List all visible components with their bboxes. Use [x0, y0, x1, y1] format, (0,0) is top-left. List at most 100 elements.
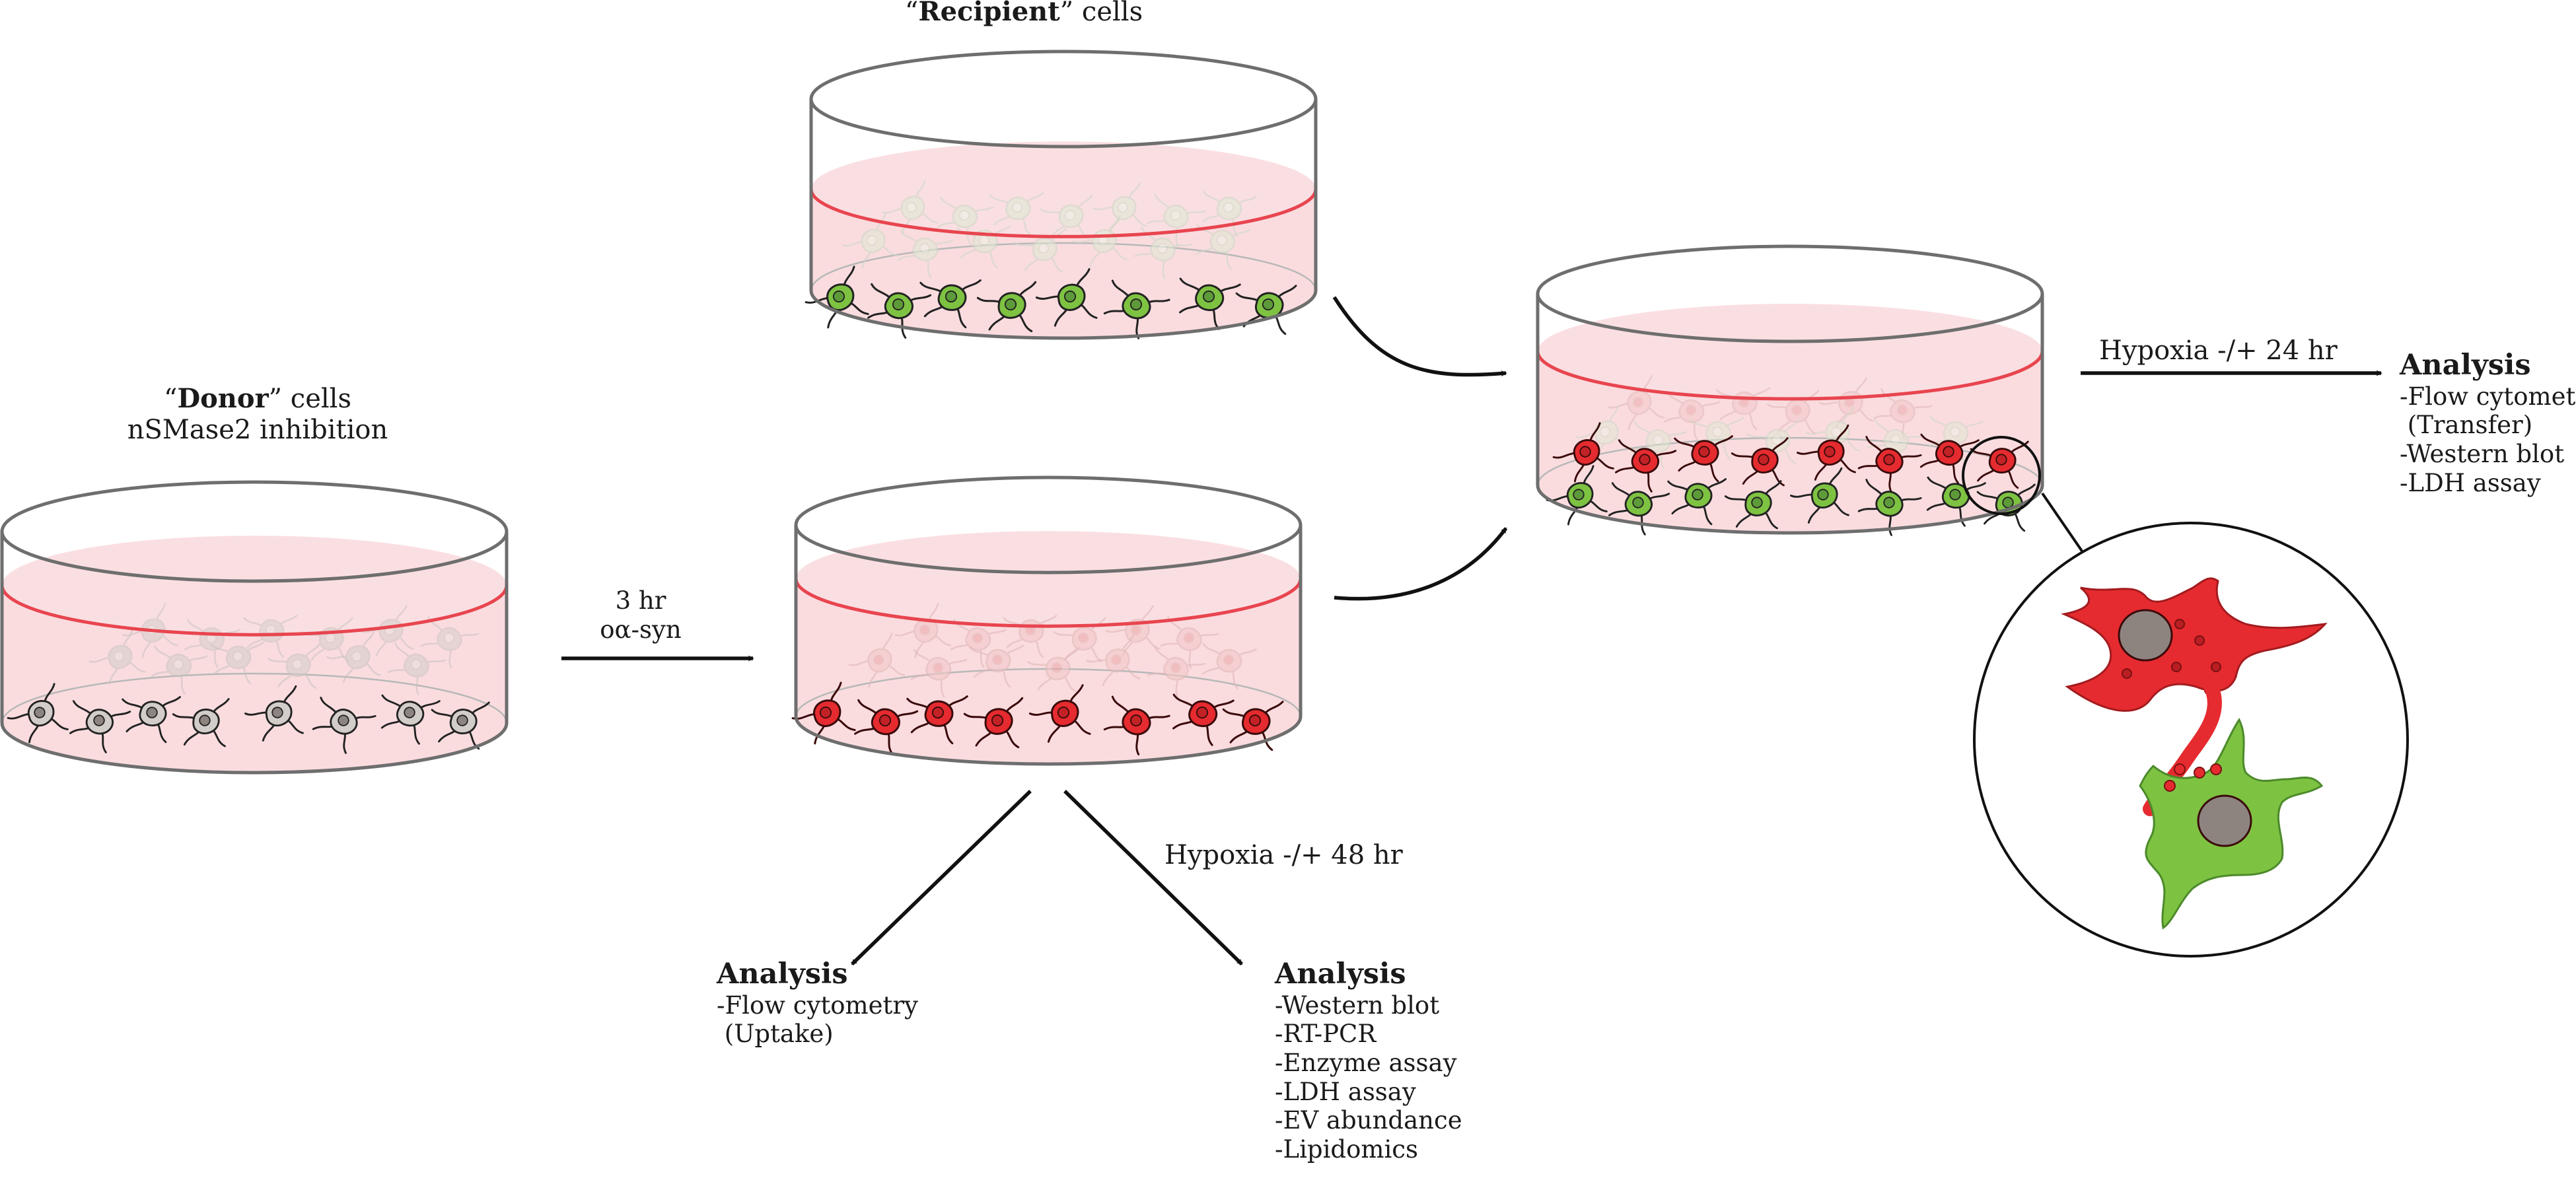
recipient-cell [1179, 277, 1241, 330]
red-cell-nucleus [2118, 609, 2173, 662]
analysis-donor-item: -RT-PCR [1275, 1020, 1377, 1049]
medium-line [0, 585, 509, 637]
analysis-uptake-title: Analysis [717, 958, 848, 991]
coculture-red-cell [1731, 437, 1789, 487]
recipient-cells-label: “Recipient” cells [904, 0, 1143, 27]
recipient-to-coculture-arrow [1332, 296, 1507, 377]
analysis-uptake-block: Analysis -Flow cytometry (Uptake) [717, 958, 918, 1049]
recipient-back-cell [1202, 190, 1257, 237]
treated-donor-cell [1172, 693, 1234, 746]
coculture-green-cell [1608, 482, 1670, 536]
coculture-green-cell [1857, 479, 1922, 536]
treated-back-cell [1202, 643, 1257, 689]
donor-cell [69, 700, 131, 753]
coculture-back-cell [1663, 391, 1721, 440]
hypoxia-24-label: Hypoxia -/+ 24 hr [2099, 335, 2338, 366]
analysis-donor-item: -Lipidomics [1275, 1135, 1419, 1164]
green-cell-nucleus [2197, 794, 2252, 847]
donor-back-cell [151, 645, 208, 695]
coculture-red-cell [1674, 435, 1733, 483]
medium-line [1536, 351, 2044, 401]
coculture-red-cell [1615, 439, 1677, 493]
coculture-red-cell [1552, 422, 1614, 483]
donor-back-cell [267, 643, 320, 689]
medium-line [809, 189, 1318, 238]
coculture-back-cell [1630, 421, 1688, 470]
analysis-donor-item: -EV abundance [1275, 1106, 1462, 1135]
donor-back-cell [420, 616, 480, 669]
coculture-red-cell [1796, 424, 1856, 481]
coculture-green-cell [1667, 478, 1727, 526]
coculture-dish [1536, 244, 2044, 536]
coculture-back-cell [1608, 375, 1665, 431]
analysis-transfer-title: Analysis [2400, 349, 2531, 382]
recipient-cell [976, 281, 1037, 333]
coculture-green-cell [1926, 476, 1986, 527]
recipient-back-cell [1147, 193, 1206, 246]
recipient-back-cell [841, 213, 899, 269]
cell-layer [791, 603, 1284, 755]
recipient-back-cell [897, 229, 954, 279]
donor-cell [172, 698, 230, 748]
recipient-back-cell [1196, 223, 1250, 270]
treated-back-cell [1147, 646, 1206, 699]
treated-back-cell [1026, 646, 1080, 692]
zoom-source-circle [1962, 436, 2041, 515]
analysis-donor-block: Analysis -Western blot -RT-PCR -Enzyme a… [1275, 958, 1462, 1164]
treated-donor-cell [1028, 684, 1091, 743]
coculture-red-cell [1919, 433, 1980, 484]
recipient-cell [1103, 279, 1170, 339]
recipient-dish [805, 50, 1318, 340]
medium-fill [811, 189, 1316, 338]
analysis-donor-item: -LDH assay [1275, 1077, 1416, 1106]
uptake-analysis-arrow [851, 790, 1032, 965]
analysis-donor-item: -Enzyme assay [1275, 1049, 1457, 1078]
donor-cell [244, 685, 304, 742]
zoom-green-cell [2139, 718, 2324, 930]
coculture-back-cell [1873, 388, 1933, 441]
treated-donor-cell [854, 699, 919, 755]
recipient-cell [1035, 268, 1098, 327]
treated-donor-cell [906, 695, 968, 745]
treatment-arrow-label: 3 hr oα-syn [600, 586, 682, 644]
donor-dish [0, 480, 509, 775]
coculture-back-cell [1690, 417, 1744, 460]
donor-to-coculture-arrow [1334, 527, 1508, 601]
treated-back-cell [910, 648, 968, 698]
analysis-uptake-item: -Flow cytometry [717, 991, 918, 1020]
coculture-back-cell [1746, 419, 1800, 464]
treated-donor-cell [1103, 695, 1170, 755]
recipient-cell [919, 279, 982, 329]
treated-donor-cell [791, 681, 856, 745]
donor-treatment-label: nSMase2 inhibition [127, 415, 388, 446]
recipient-back-cell [1040, 194, 1093, 240]
medium-line [794, 578, 1303, 628]
recipient-back-cell [1133, 227, 1193, 279]
treated-back-cell [848, 633, 906, 688]
analysis-donor-item: -Western blot [1275, 991, 1440, 1020]
analysis-transfer-item: -Western blot [2400, 440, 2565, 469]
treated-back-cell [950, 619, 1007, 668]
donor-cell [7, 683, 69, 744]
donor-cell [431, 701, 490, 750]
donor-back-cell [243, 615, 298, 658]
treated-donor-dish [791, 475, 1303, 766]
cell-layer [1546, 375, 2036, 536]
recipient-cell [867, 283, 932, 339]
coculture-green-cell [1546, 465, 1608, 526]
donor-back-cell [326, 631, 381, 683]
analysis-transfer-item: (Transfer) [2400, 411, 2533, 440]
recipient-back-cell [989, 192, 1044, 236]
analysis-uptake-item: (Uptake) [717, 1020, 834, 1049]
zoom-red-cell [2060, 577, 2328, 712]
donor-back-cell [89, 629, 146, 685]
coculture-back-cell [1806, 407, 1861, 459]
coculture-green-cell [1789, 467, 1849, 524]
donor-cell [122, 696, 181, 744]
analysis-transfer-item: -Flow cytometry [2400, 382, 2576, 411]
analysis-donor-title: Analysis [1275, 958, 1406, 991]
donor-analysis-arrow [1063, 790, 1243, 965]
hypoxia-48-label: Hypoxia -/+ 48 hr [1164, 840, 1403, 870]
